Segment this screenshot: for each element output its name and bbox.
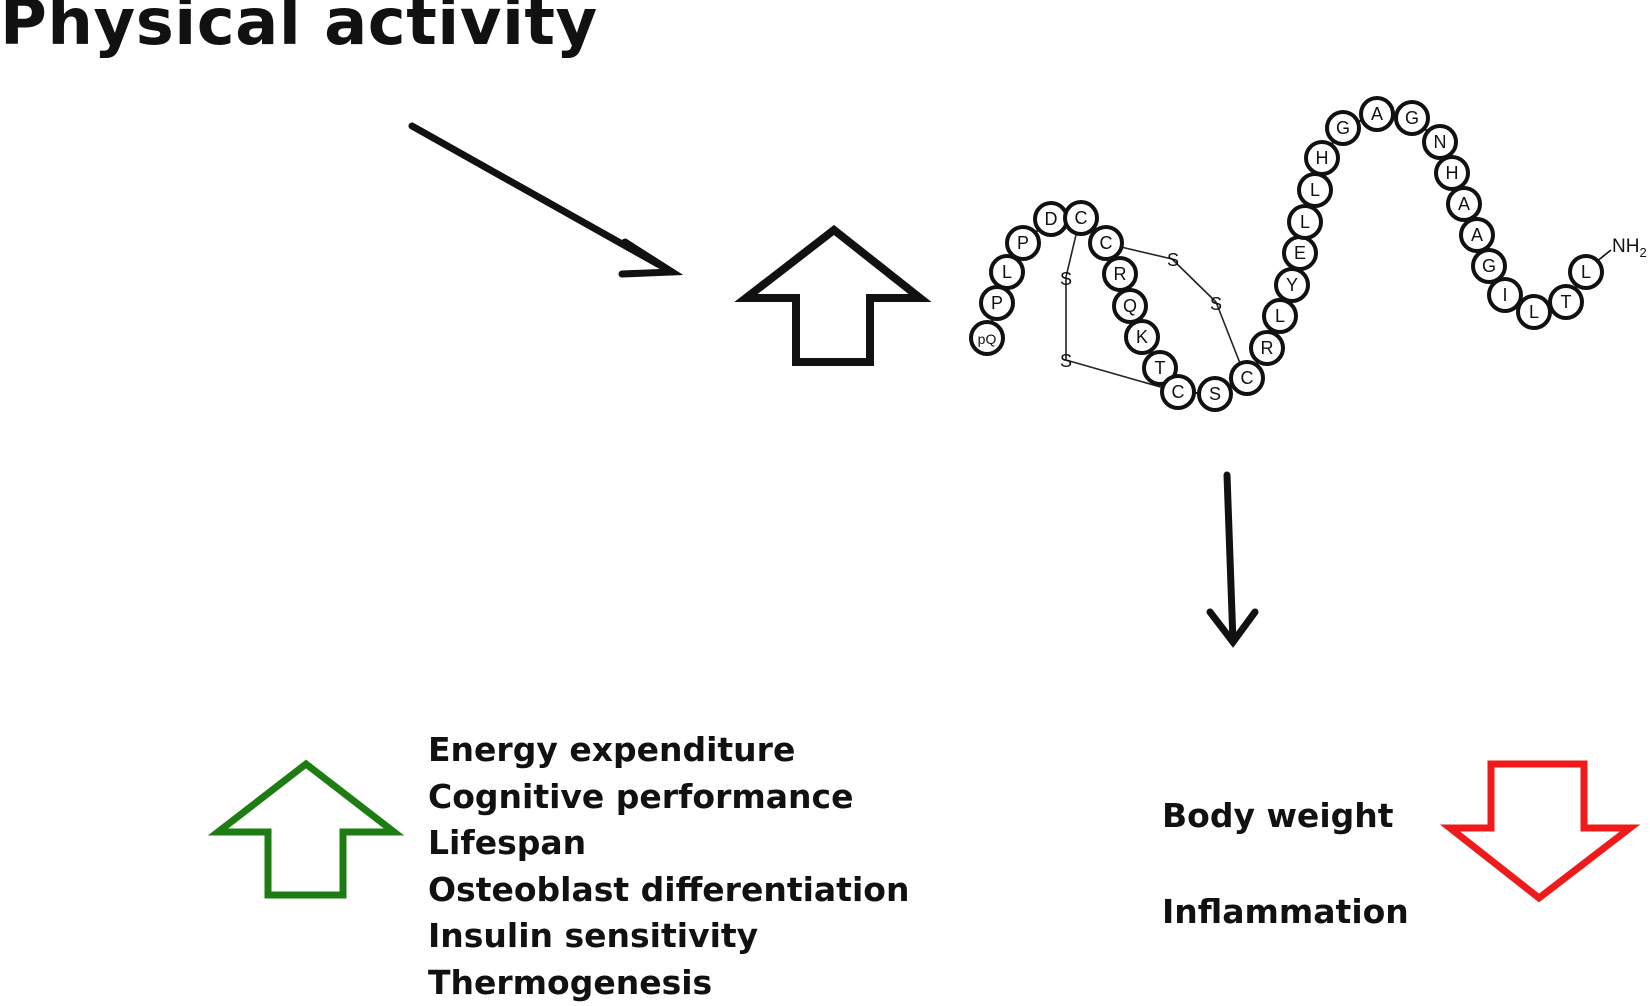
svg-text:A: A bbox=[1371, 104, 1383, 124]
svg-text:Q: Q bbox=[1123, 296, 1137, 316]
effect-energy-expenditure: Energy expenditure bbox=[428, 727, 909, 774]
effect-osteoblast-differentiation: Osteoblast differentiation bbox=[428, 867, 909, 914]
residue-t: T bbox=[1550, 286, 1582, 318]
residue-i: I bbox=[1489, 279, 1521, 311]
residue-g: G bbox=[1396, 102, 1428, 134]
effect-insulin-sensitivity: Insulin sensitivity bbox=[428, 913, 909, 960]
residue-a: A bbox=[1461, 219, 1493, 251]
residue-a: A bbox=[1448, 188, 1480, 220]
effect-body-weight: Body weight bbox=[1162, 768, 1409, 864]
svg-text:T: T bbox=[1561, 292, 1572, 312]
svg-text:L: L bbox=[1529, 302, 1539, 322]
svg-text:L: L bbox=[1310, 180, 1320, 200]
residue-h: H bbox=[1436, 157, 1468, 189]
svg-text:C: C bbox=[1075, 208, 1088, 228]
svg-text:H: H bbox=[1446, 163, 1459, 183]
effect-lifespan: Lifespan bbox=[428, 820, 909, 867]
diagonal-arrow bbox=[412, 126, 672, 274]
residue-a: A bbox=[1361, 98, 1393, 130]
residue-c: C bbox=[1231, 362, 1263, 394]
svg-text:A: A bbox=[1471, 225, 1483, 245]
svg-text:A: A bbox=[1458, 194, 1470, 214]
residue-r: R bbox=[1251, 332, 1283, 364]
svg-text:R: R bbox=[1261, 338, 1274, 358]
residue-d: D bbox=[1035, 203, 1067, 235]
green-up-arrow bbox=[218, 764, 394, 895]
residue-r: R bbox=[1104, 258, 1136, 290]
residue-g: G bbox=[1473, 250, 1505, 282]
red-down-arrow bbox=[1450, 764, 1630, 898]
svg-text:D: D bbox=[1045, 209, 1058, 229]
svg-text:pQ: pQ bbox=[978, 331, 997, 347]
svg-text:L: L bbox=[1275, 306, 1285, 326]
svg-text:E: E bbox=[1294, 243, 1306, 263]
residue-l: L bbox=[1299, 174, 1331, 206]
svg-text:S: S bbox=[1209, 384, 1221, 404]
svg-text:C: C bbox=[1100, 233, 1113, 253]
residue-l: L bbox=[991, 256, 1023, 288]
residue-c: C bbox=[1162, 376, 1194, 408]
svg-text:G: G bbox=[1482, 256, 1496, 276]
residue-y: Y bbox=[1276, 269, 1308, 301]
residue-c: C bbox=[1090, 227, 1122, 259]
svg-text:L: L bbox=[1581, 262, 1591, 282]
svg-text:L: L bbox=[1002, 262, 1012, 282]
svg-text:P: P bbox=[1017, 233, 1029, 253]
residue-p: P bbox=[1007, 227, 1039, 259]
svg-text:T: T bbox=[1155, 358, 1166, 378]
residue-g: G bbox=[1327, 112, 1359, 144]
svg-text:K: K bbox=[1136, 327, 1148, 347]
svg-text:H: H bbox=[1316, 148, 1329, 168]
svg-text:L: L bbox=[1300, 212, 1310, 232]
increased-effects-list: Energy expenditure Cognitive performance… bbox=[428, 727, 909, 1006]
residue-s: S bbox=[1199, 378, 1231, 410]
n-terminus-label: NH2 bbox=[1612, 236, 1647, 260]
down-arrow bbox=[1210, 475, 1255, 642]
residue-h: H bbox=[1306, 142, 1338, 174]
svg-text:P: P bbox=[991, 293, 1003, 313]
effect-cognitive-performance: Cognitive performance bbox=[428, 774, 909, 821]
decreased-effects-list: Body weight Inflammation bbox=[1162, 768, 1409, 960]
sulfur-label: S bbox=[1060, 351, 1072, 371]
svg-text:I: I bbox=[1502, 285, 1507, 305]
residue-k: K bbox=[1126, 321, 1158, 353]
sulfur-label: S bbox=[1167, 250, 1179, 270]
residue-l: L bbox=[1289, 206, 1321, 238]
svg-text:G: G bbox=[1405, 108, 1419, 128]
svg-text:N: N bbox=[1434, 132, 1447, 152]
svg-text:Y: Y bbox=[1286, 275, 1298, 295]
black-up-arrow bbox=[746, 230, 920, 362]
sulfur-label: S bbox=[1060, 269, 1072, 289]
effect-thermogenesis: Thermogenesis bbox=[428, 960, 909, 1006]
residue-p: P bbox=[981, 287, 1013, 319]
svg-text:R: R bbox=[1114, 264, 1127, 284]
residue-c: C bbox=[1065, 202, 1097, 234]
sulfur-label: S bbox=[1210, 294, 1222, 314]
svg-text:C: C bbox=[1241, 368, 1254, 388]
residue-l: L bbox=[1518, 296, 1550, 328]
svg-text:C: C bbox=[1172, 382, 1185, 402]
residue-n: N bbox=[1424, 126, 1456, 158]
residue-pq: pQ bbox=[971, 322, 1003, 354]
svg-text:G: G bbox=[1336, 118, 1350, 138]
residue-q: Q bbox=[1114, 290, 1146, 322]
residue-l: L bbox=[1264, 300, 1296, 332]
effect-inflammation: Inflammation bbox=[1162, 864, 1409, 960]
residue-e: E bbox=[1284, 237, 1316, 269]
